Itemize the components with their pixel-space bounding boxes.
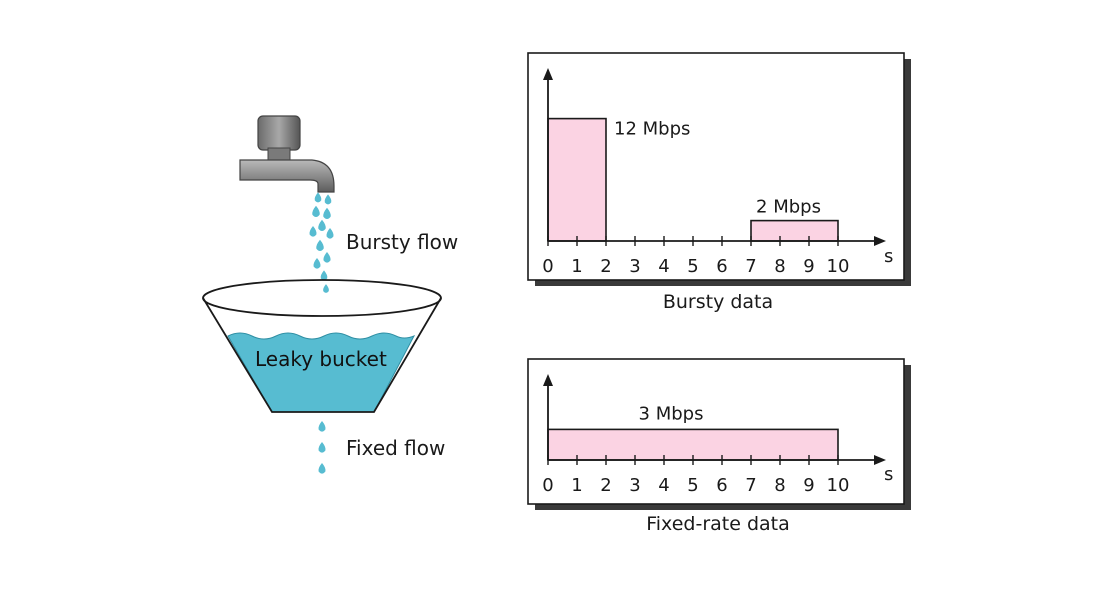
water-droplet [324, 194, 332, 205]
water-droplet [314, 192, 322, 203]
chart-axes [543, 68, 886, 246]
water-droplet [316, 239, 324, 251]
water-droplet [323, 284, 329, 293]
bursty-flow-label: Bursty flow [346, 230, 458, 254]
x-tick-label: 4 [658, 475, 669, 496]
x-tick-label: 1 [571, 256, 582, 277]
chart-bars: 3 Mbps [547, 403, 839, 461]
water-droplet [318, 421, 326, 432]
y-axis-arrow [543, 374, 553, 386]
x-tick-label: 0 [542, 475, 553, 496]
x-axis-arrow [874, 455, 886, 465]
x-tick-label: 5 [687, 256, 698, 277]
bar-value-label: 2 Mbps [756, 197, 821, 218]
x-tick-label: 8 [774, 256, 785, 277]
x-tick-label: 3 [629, 256, 640, 277]
y-axis-arrow [543, 68, 553, 80]
water-droplet [320, 270, 328, 281]
faucet-spout [239, 159, 335, 193]
x-tick-label: 4 [658, 256, 669, 277]
leaky-bucket-label: Leaky bucket [255, 347, 387, 371]
chart-axes [543, 374, 886, 465]
x-tick-label: 0 [542, 256, 553, 277]
x-tick-label: 7 [745, 475, 756, 496]
water-droplet [323, 207, 331, 219]
x-tick-label: 10 [827, 475, 850, 496]
x-unit-label: s [884, 246, 893, 267]
x-tick-label: 2 [600, 475, 611, 496]
faucet-handle [257, 115, 301, 151]
x-tick-label: 3 [629, 475, 640, 496]
water-droplet [318, 463, 326, 474]
x-tick-label: 9 [803, 475, 814, 496]
bursty-flow-droplets [309, 192, 334, 293]
water-droplet [309, 226, 317, 237]
x-tick-label: 6 [716, 475, 727, 496]
bar [750, 219, 839, 242]
x-tick-label: 2 [600, 256, 611, 277]
water-droplet [313, 258, 321, 269]
water-droplet [323, 252, 331, 263]
leaky-bucket: Leaky bucket [202, 279, 442, 413]
chart-frame [527, 52, 905, 281]
bucket-body [202, 297, 442, 413]
bucket-rim [202, 279, 442, 317]
x-tick-label: 6 [716, 256, 727, 277]
fixed-flow-droplets [318, 421, 326, 474]
x-tick-label: 9 [803, 256, 814, 277]
faucet [239, 115, 335, 193]
water-droplet [312, 205, 320, 217]
water-droplet [326, 228, 334, 239]
x-tick-label: 10 [827, 256, 850, 277]
water-droplet [318, 442, 326, 453]
bucket-water [227, 332, 416, 413]
chart-caption: Bursty data [663, 291, 773, 313]
bar-value-label: 12 Mbps [614, 119, 690, 140]
x-tick-label: 5 [687, 475, 698, 496]
x-tick-label: 1 [571, 475, 582, 496]
x-unit-label: s [884, 464, 893, 485]
water-droplet [318, 219, 326, 231]
x-axis-arrow [874, 236, 886, 246]
chart-bars: 12 Mbps 2 Mbps [547, 117, 839, 242]
bar-value-label: 3 Mbps [639, 403, 704, 424]
bar [547, 117, 607, 242]
x-tick-label: 8 [774, 475, 785, 496]
fixed-flow-label: Fixed flow [346, 436, 445, 460]
x-tick-label: 7 [745, 256, 756, 277]
chart-caption: Fixed-rate data [646, 513, 790, 535]
